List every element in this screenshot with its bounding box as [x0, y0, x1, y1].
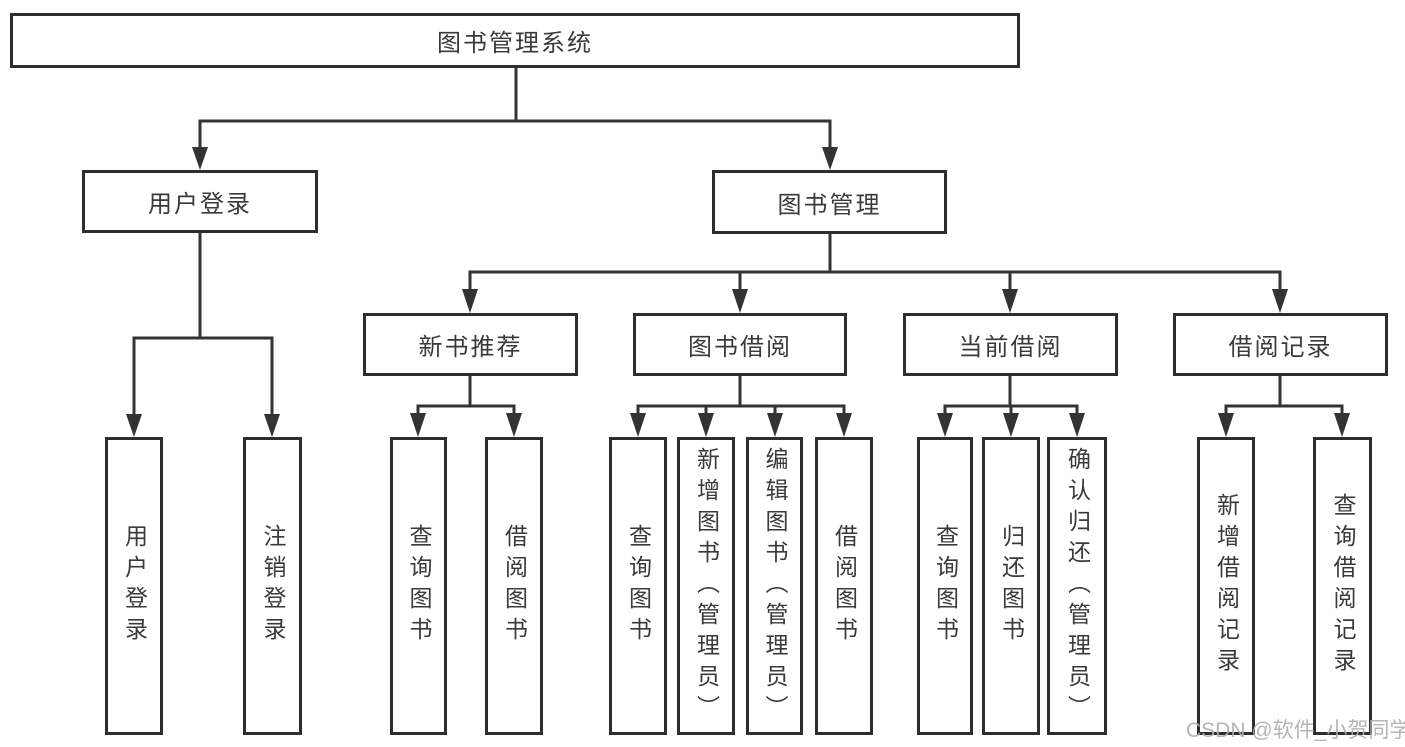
- csdn-watermark: CSDN @软件_小贺同学: [1186, 719, 1405, 742]
- leaf-query-books-current-label: 查询图书: [932, 524, 959, 648]
- leaf-add-borrow-record: 新增借阅记录: [1197, 437, 1255, 735]
- node-new-book-recommend-label: 新书推荐: [418, 334, 523, 361]
- leaf-edit-book-admin: 编辑图书（管理员）: [746, 437, 803, 735]
- leaf-query-books-recommend-label: 查询图书: [406, 524, 432, 648]
- node-book-borrow-label: 图书借阅: [688, 334, 792, 361]
- node-book-borrow: 图书借阅: [633, 313, 847, 376]
- leaf-return-book: 归还图书: [982, 437, 1040, 735]
- node-root: 图书管理系统: [10, 13, 1020, 68]
- node-current-borrow: 当前借阅: [903, 313, 1118, 376]
- leaf-query-books-borrow-label: 查询图书: [625, 524, 652, 648]
- leaf-borrow-books-label: 借阅图书: [831, 524, 858, 648]
- leaf-borrow-books-recommend: 借阅图书: [485, 437, 543, 735]
- leaf-edit-book-admin-label: 编辑图书（管理员）: [762, 446, 788, 726]
- leaf-query-borrow-record-label: 查询借阅记录: [1330, 493, 1356, 679]
- leaf-confirm-return-admin-label: 确认归还（管理员）: [1064, 446, 1091, 726]
- node-book-management: 图书管理: [712, 170, 947, 234]
- node-borrow-record-label: 借阅记录: [1228, 334, 1333, 361]
- node-root-label: 图书管理系统: [437, 30, 593, 57]
- leaf-add-book-admin-label: 新增图书（管理员）: [693, 446, 720, 726]
- node-current-borrow-label: 当前借阅: [958, 334, 1063, 361]
- leaf-logout: 注销登录: [243, 437, 302, 735]
- leaf-borrow-books: 借阅图书: [815, 437, 873, 735]
- node-user-login-label: 用户登录: [148, 191, 252, 218]
- leaf-add-borrow-record-label: 新增借阅记录: [1213, 493, 1240, 679]
- leaf-user-login: 用户登录: [105, 437, 163, 735]
- leaf-add-book-admin: 新增图书（管理员）: [677, 437, 735, 735]
- node-book-management-label: 图书管理: [777, 191, 882, 219]
- leaf-user-login-label: 用户登录: [121, 524, 148, 648]
- leaf-borrow-books-recommend-label: 借阅图书: [501, 524, 528, 648]
- node-user-login: 用户登录: [82, 170, 318, 233]
- node-new-book-recommend: 新书推荐: [363, 313, 578, 376]
- leaf-confirm-return-admin: 确认归还（管理员）: [1047, 437, 1107, 735]
- leaf-return-book-label: 归还图书: [998, 524, 1025, 648]
- leaf-query-books-recommend: 查询图书: [390, 437, 447, 735]
- node-borrow-record: 借阅记录: [1173, 313, 1388, 376]
- leaf-logout-label: 注销登录: [260, 524, 286, 648]
- leaf-query-books-borrow: 查询图书: [609, 437, 667, 735]
- leaf-query-borrow-record: 查询借阅记录: [1313, 437, 1372, 735]
- leaf-query-books-current: 查询图书: [917, 437, 973, 735]
